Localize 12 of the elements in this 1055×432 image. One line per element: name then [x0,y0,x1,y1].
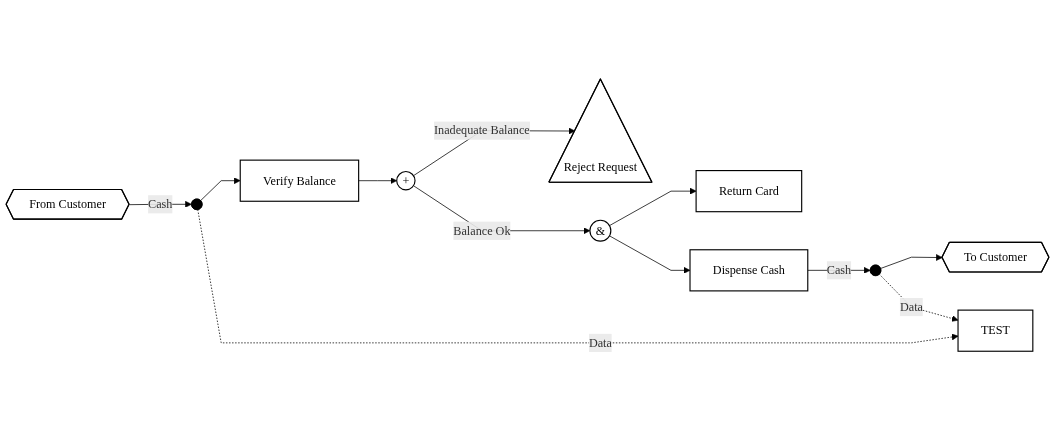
node-box: TEST [957,310,1034,353]
edge-label: Cash [826,263,852,277]
node-circle: + [396,171,416,191]
edge-label: Data [588,336,612,350]
node-box: Dispense Cash [689,249,809,292]
edge-label: Data [899,300,923,314]
edge-label: Balance Ok [453,224,511,238]
node-circle: & [589,220,612,243]
node-box: Verify Balance [239,160,360,203]
node-box: Return Card [695,170,803,213]
edge-label: Inadequate Balance [434,124,530,138]
edge-label: Cash [148,197,173,211]
